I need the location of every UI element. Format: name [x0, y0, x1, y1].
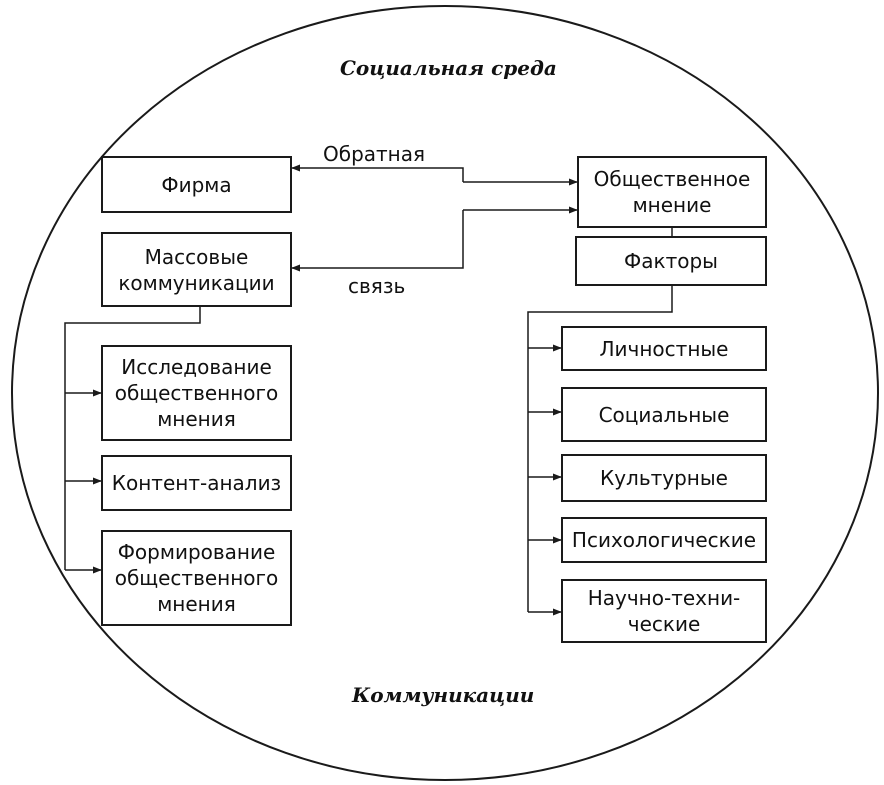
left-bracket-line	[64, 307, 201, 570]
social-environment-label: Социальная среда	[340, 56, 557, 80]
feedback-arrow-firm	[291, 164, 464, 182]
factor-social-box: Социальные	[561, 387, 767, 442]
factor-scientific-technical-box: Научно-техни- ческие	[561, 579, 767, 643]
factor-cultural-box: Культурные	[561, 454, 767, 502]
factor-psychological-box: Психологические	[561, 517, 767, 563]
right-bracket-line	[527, 286, 673, 612]
environment-ellipse	[11, 5, 879, 781]
opinion-research-box: Исследование общественного мнения	[101, 345, 292, 441]
mass-communications-box: Массовые коммуникации	[101, 232, 292, 307]
feedback-label-top: Обратная	[323, 142, 426, 166]
opinion-formation-box: Формирование общественного мнения	[101, 530, 292, 626]
firm-box: Фирма	[101, 156, 292, 213]
factors-box: Факторы	[575, 236, 767, 286]
communications-label: Коммуникации	[352, 683, 535, 707]
public-opinion-box: Общественное мнение	[577, 156, 767, 228]
feedback-label-bottom: связь	[348, 274, 406, 298]
feedback-arrow-mass-comm	[291, 210, 464, 272]
factor-personal-box: Личностные	[561, 326, 767, 371]
content-analysis-box: Контент-анализ	[101, 455, 292, 511]
